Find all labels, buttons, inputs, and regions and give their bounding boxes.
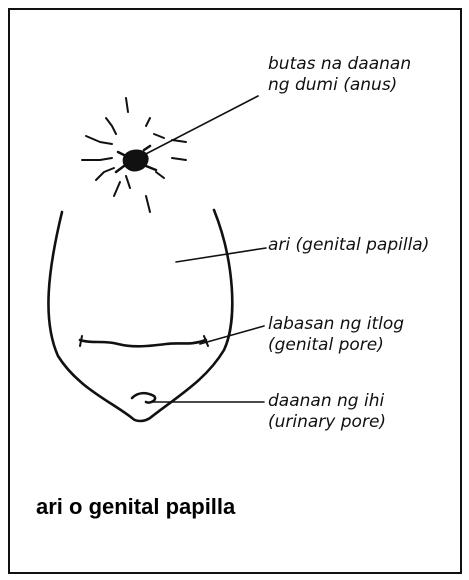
urinary-pore-mark xyxy=(132,393,155,402)
anus-spot xyxy=(124,151,148,171)
genital-pore-label: labasan ng itlog (genital pore) xyxy=(268,314,404,356)
urinary-pore-label-line2: (urinary pore) xyxy=(268,412,386,433)
genital-papilla-label: ari (genital papilla) xyxy=(268,235,429,256)
genital-pore-leader-line xyxy=(200,326,264,344)
anus-label-line2: ng dumi (anus) xyxy=(268,75,411,96)
papilla-leader-line xyxy=(176,248,266,262)
anus-leader-line xyxy=(138,96,258,158)
genital-pore-line xyxy=(80,340,206,346)
anus-label: butas na daanan ng dumi (anus) xyxy=(268,54,411,96)
urinary-pore-label: daanan ng ihi (urinary pore) xyxy=(268,391,386,433)
papilla-outline xyxy=(48,210,232,421)
anus-label-line1: butas na daanan xyxy=(268,54,411,75)
genital-pore-label-line1: labasan ng itlog xyxy=(268,314,404,335)
figure-caption: ari o genital papilla xyxy=(36,494,235,520)
urinary-pore-label-line1: daanan ng ihi xyxy=(268,391,386,412)
genital-pore-label-line2: (genital pore) xyxy=(268,335,404,356)
